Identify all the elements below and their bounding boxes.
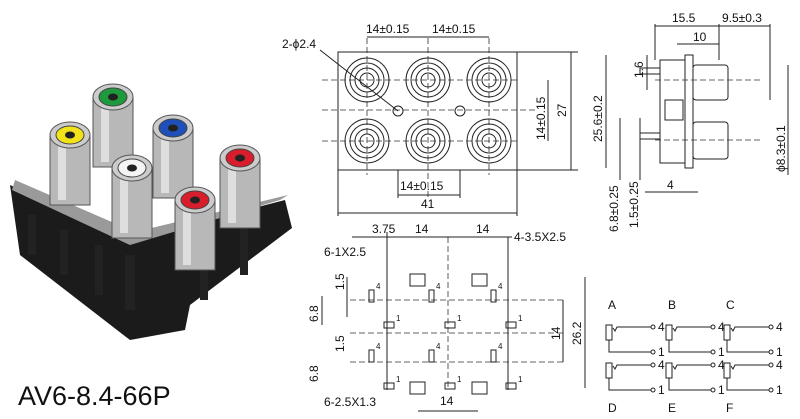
schematic-label-c: C [726, 298, 735, 312]
schematic-label-b: B [668, 298, 676, 312]
front-jack-outline [344, 118, 390, 164]
rca-jack-blue [152, 114, 194, 199]
pcb-pad: 1 [444, 375, 462, 390]
pcb-pad: 4 [490, 282, 503, 303]
pad-pin-label: 4 [498, 342, 503, 351]
jack-schematic: 41 [723, 320, 783, 359]
pad-pin-label: 1 [396, 375, 401, 384]
rca-jack-red [174, 186, 216, 271]
dim-total-height: 26.2 [570, 321, 584, 345]
dim-bottom-pitch: 14±0.15 [400, 179, 444, 193]
pad-pin-label: 1 [518, 314, 523, 323]
jack-schematic: 41 [605, 358, 665, 397]
dim-offset: 3.75 [372, 222, 396, 236]
pcb-pad: 4 [368, 282, 381, 303]
dim-depth-body: 15.5 [672, 11, 696, 25]
dim-top-pitch-1: 14±0.15 [366, 22, 410, 36]
dim-mount-slots: 4-3.5X2.5 [514, 230, 566, 244]
schematic-pin-1: 1 [776, 345, 783, 359]
pad-pin-label: 4 [376, 342, 381, 351]
dim-row-b: 6.8 [307, 365, 321, 382]
dim-gap-a: 1.5 [333, 273, 347, 290]
pcb-footprint: 3.75 14 14 4-3.5X2.5 6-1X2.5 4 4 4 4 4 4 1 1 1 1 1… [307, 222, 586, 412]
front-jack-outline [405, 118, 451, 164]
dim-top-pitch-2: 14±0.15 [432, 22, 476, 36]
dim-hole-label: 2-ϕ2.4 [282, 37, 316, 51]
schematic-pin-1: 1 [718, 345, 725, 359]
dim-jack-diameter: ϕ8.3±0.1 [774, 125, 788, 172]
product-model-title: AV6-8.4-66P [18, 381, 171, 411]
dim-vertical-pitch: 14±0.15 [534, 96, 548, 140]
dim-bottom-pitch: 14 [440, 394, 454, 408]
schematic-pin-4: 4 [776, 358, 783, 372]
pcb-pad: 1 [383, 314, 401, 329]
dim-gap-b: 1.5 [333, 335, 347, 352]
jack-schematic: 41 [665, 358, 725, 397]
rca-jack-red [219, 144, 261, 229]
pcb-pad: 1 [383, 375, 401, 390]
product-photo [10, 83, 292, 340]
pad-pin-label: 1 [457, 375, 462, 384]
pad-pin-label: 4 [436, 282, 441, 291]
dim-row-a: 6.8 [307, 305, 321, 322]
dim-pin-4: 4 [667, 178, 674, 192]
dim-row-pitch: 14 [549, 326, 563, 340]
schematic-pin-1: 1 [658, 345, 665, 359]
rca-jack-green [92, 83, 134, 168]
schematic-label-e: E [668, 401, 676, 415]
dim-pin-1-5: 1.5±0.25 [627, 181, 641, 228]
schematic-pin-4: 4 [718, 320, 725, 334]
schematic-label-f: F [726, 401, 733, 415]
dim-depth-jack: 9.5±0.3 [722, 11, 762, 25]
pcb-pad: 4 [428, 342, 441, 363]
dim-width: 41 [421, 197, 435, 211]
jack-schematic: 41 [665, 320, 725, 359]
schematic-pin-1: 1 [718, 383, 725, 397]
front-jack-outline [466, 57, 512, 103]
pad-pin-label: 1 [518, 375, 523, 384]
schematic-pin-4: 4 [658, 320, 665, 334]
schematic-pin-4: 4 [718, 358, 725, 372]
dim-ground-slots: 6-2.5X1.3 [324, 395, 376, 409]
dim-pitch-1: 14 [415, 222, 429, 236]
pcb-pad: 4 [490, 342, 503, 363]
dim-pin-6-8: 6.8±0.25 [607, 185, 621, 232]
jack-schematic: 41 [723, 358, 783, 397]
rca-jack-white [111, 154, 153, 239]
pcb-pad: 1 [505, 314, 523, 329]
pad-pin-label: 1 [396, 314, 401, 323]
dim-side-height: 25.6±0.2 [591, 95, 605, 142]
schematic-label-d: D [608, 401, 617, 415]
schematic-label-a: A [608, 298, 616, 312]
front-jack-outline [405, 57, 451, 103]
pcb-pad: 1 [505, 375, 523, 390]
front-outline [337, 51, 518, 171]
pcb-pad: 1 [444, 314, 462, 329]
schematic-pin-1: 1 [658, 383, 665, 397]
dim-height: 27 [555, 103, 569, 117]
pad-pin-label: 4 [376, 282, 381, 291]
rca-jack-yellow [49, 121, 91, 206]
pad-pin-label: 4 [436, 342, 441, 351]
dim-pin-1-6: 1.6 [632, 61, 646, 78]
schematic-pin-1: 1 [776, 383, 783, 397]
dim-pitch-2: 14 [476, 222, 490, 236]
pad-pin-label: 1 [457, 314, 462, 323]
jack-schematic: 41 [605, 320, 665, 359]
front-view: 14±0.15 14±0.15 2-ϕ2.4 14±0.15 27 14±0.1… [282, 22, 578, 216]
pcb-pad: 4 [368, 342, 381, 363]
schematic-pin-4: 4 [658, 358, 665, 372]
dim-pin-slots: 6-1X2.5 [324, 245, 366, 259]
front-jack-outline [466, 118, 512, 164]
side-view: 15.5 9.5±0.3 10 1.6 25.6±0.2 ϕ8.3±0.1 6.… [591, 11, 789, 232]
pcb-pad: 4 [428, 282, 441, 303]
pad-pin-label: 4 [498, 282, 503, 291]
rca-jacks [49, 83, 261, 271]
dim-depth-10: 10 [693, 30, 707, 44]
schematic-pin-4: 4 [776, 320, 783, 334]
